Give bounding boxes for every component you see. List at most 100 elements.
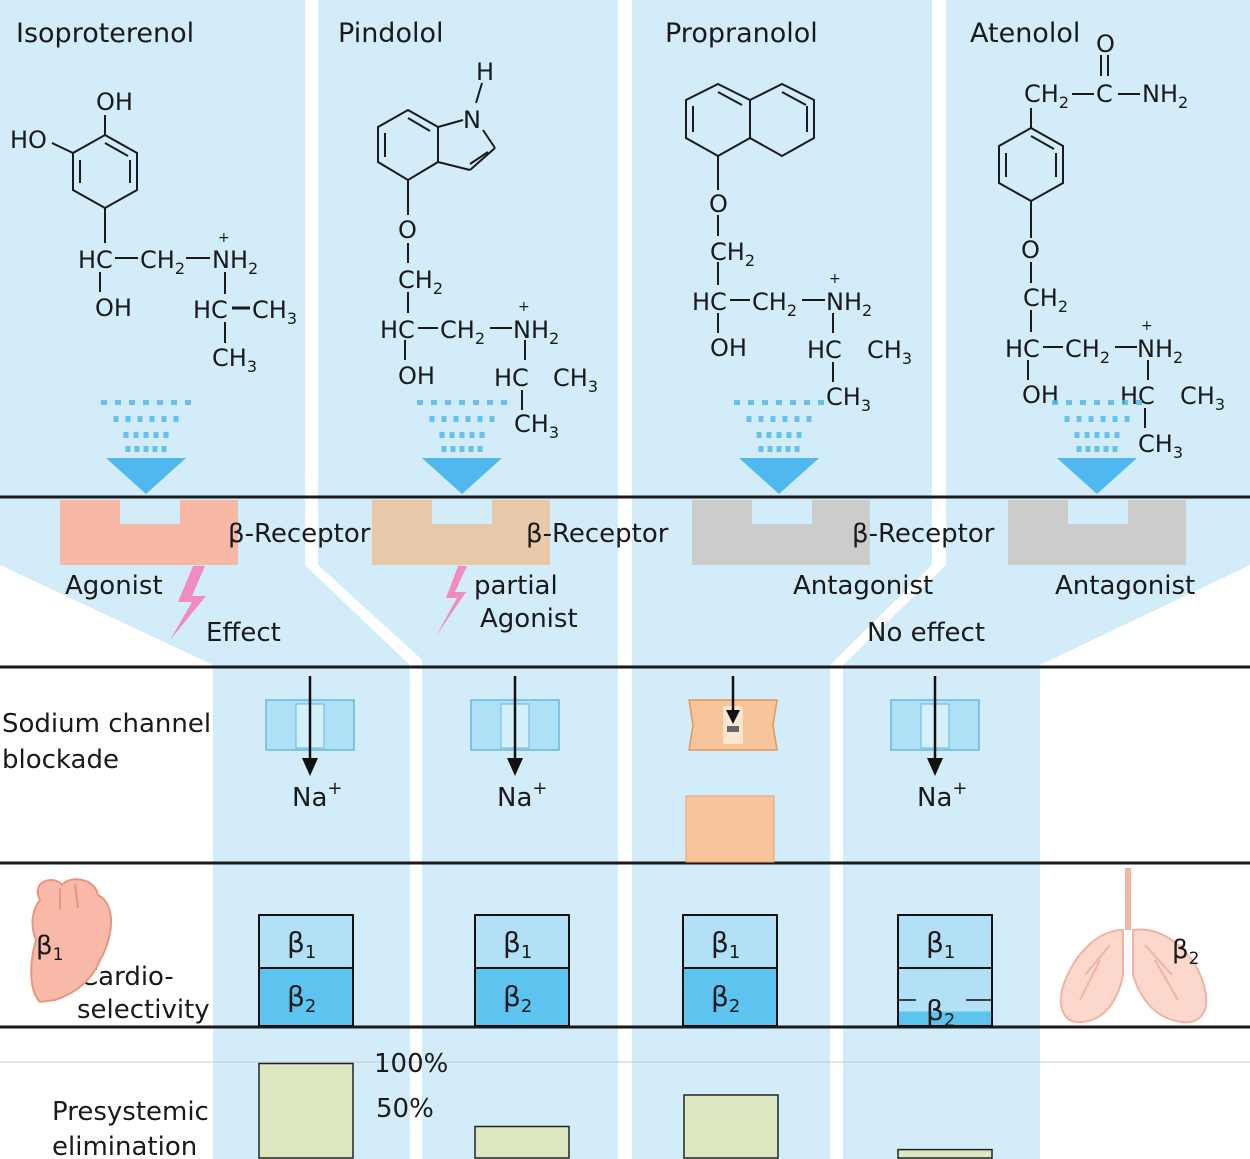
down-arrow-icon: [739, 458, 819, 494]
svg-text:CH3: CH3: [826, 383, 871, 415]
structure-atenolol-text: O CH2 C NH2 O CH2 HC CH2 NH2 + OH HC CH3…: [1005, 30, 1225, 462]
svg-text:O: O: [709, 190, 728, 218]
presystemic-bar-4: [897, 1148, 993, 1159]
svg-text:CH2: CH2: [1023, 284, 1068, 316]
label-antagonist-atenolol: Antagonist: [1055, 571, 1195, 601]
label-no-effect: No effect: [867, 618, 985, 648]
beta1-segment: [898, 915, 992, 968]
lungs-icon: β2: [1060, 868, 1208, 1024]
svg-text:CH2: CH2: [440, 316, 485, 348]
svg-text:O: O: [1021, 236, 1040, 264]
svg-text:NH2: NH2: [212, 246, 258, 278]
label-partial: partial: [474, 571, 558, 601]
svg-text:NH2: NH2: [1137, 335, 1183, 367]
ion-label: Na+: [292, 778, 342, 813]
drug-name-isoproterenol: Isoproterenol: [16, 18, 194, 49]
beta2-label: β2: [926, 994, 955, 1031]
cardio-box-outline: [682, 914, 778, 1027]
beta2-label: β2: [711, 980, 740, 1017]
row-label-presystemic-1: Presystemic: [52, 1097, 209, 1127]
cardio-box-4: β1 β2: [897, 914, 993, 1031]
beta2-segment: [259, 968, 353, 1026]
receptor-isoproterenol: [60, 500, 238, 565]
svg-text:CH3: CH3: [252, 296, 297, 328]
lightning-icon: [170, 566, 206, 640]
svg-text:O: O: [1096, 30, 1115, 58]
svg-text:CH3: CH3: [212, 344, 257, 376]
top-panels: [0, 0, 1250, 665]
structure-propranolol-text: O CH2 HC CH2 NH2 + OH HC CH3 CH3: [692, 190, 912, 415]
svg-text:HC: HC: [1120, 382, 1155, 410]
svg-text:N: N: [463, 106, 481, 134]
receptor-label-1: β-Receptor: [228, 519, 371, 549]
receptor-propranolol: [692, 500, 870, 565]
svg-text:NH2: NH2: [513, 316, 559, 348]
sodium-channel-1: Na+: [265, 676, 355, 813]
presystemic-bars: [258, 1062, 993, 1159]
svg-text:CH3: CH3: [553, 364, 598, 396]
cardio-box-outline: [474, 914, 570, 1027]
presystemic-bar-2: [474, 1125, 570, 1159]
spray-arrow-3: [734, 400, 824, 494]
sodium-channels: Na+ Na+ Na+: [265, 676, 980, 813]
beta2-segment: [683, 968, 777, 1026]
arrow-down-icon: [726, 710, 740, 724]
down-arrow-icon: [106, 458, 186, 494]
svg-text:OH: OH: [95, 294, 132, 322]
svg-text:OH: OH: [96, 88, 133, 116]
down-arrow-icon: [1057, 458, 1137, 494]
svg-text:OH: OH: [398, 362, 435, 390]
spray-arrow-1: [101, 400, 191, 494]
receptor-atenolol: [1008, 500, 1186, 565]
label-agonist: Agonist: [65, 571, 163, 601]
sodium-channel-blocked: [688, 676, 778, 751]
svg-text:HC: HC: [494, 364, 529, 392]
svg-text:H: H: [476, 58, 494, 86]
arrow-down-icon: [927, 758, 943, 776]
receptor-label-3: β-Receptor: [852, 519, 995, 549]
svg-text:β1: β1: [36, 931, 63, 965]
panel-isoproterenol: [0, 0, 410, 665]
svg-text:CH3: CH3: [1138, 430, 1183, 462]
svg-text:NH2: NH2: [826, 288, 872, 320]
sodium-channel-4: Na+: [890, 676, 980, 813]
svg-text:CH3: CH3: [867, 336, 912, 368]
spray-arrow-4: [1052, 400, 1142, 494]
row-label-sodium-1: Sodium channel: [2, 709, 211, 739]
svg-text:+: +: [1141, 318, 1153, 334]
structure-pindolol: [377, 82, 526, 410]
panel-propranolol: [632, 0, 932, 665]
cardio-box-outline: [258, 914, 354, 1027]
label-partial-agonist: Agonist: [480, 604, 578, 634]
cardio-box-outline: [897, 914, 993, 1027]
receptors: [60, 500, 1186, 565]
down-arrow-icon: [422, 458, 502, 494]
heart-icon: β1: [30, 878, 112, 1004]
structure-atenolol: [998, 55, 1149, 428]
ion-label: Na+: [497, 778, 547, 813]
label-antagonist-propranolol: Antagonist: [793, 571, 933, 601]
svg-text:HC: HC: [380, 316, 415, 344]
structure-propranolol: [685, 82, 834, 382]
beta1-label: β1: [711, 926, 740, 963]
row-label-sodium-2: blockade: [2, 745, 119, 775]
svg-text:+: +: [829, 271, 841, 287]
beta1-label: β1: [926, 926, 955, 963]
svg-text:HC: HC: [692, 288, 727, 316]
row-dividers: [0, 495, 1250, 1029]
presystemic-bar-3: [683, 1094, 779, 1159]
drug-name-pindolol: Pindolol: [338, 18, 443, 49]
svg-text:CH2: CH2: [140, 246, 185, 278]
structure-isoproterenol-text: OH HO HC CH2 NH2 + OH HC CH3 CH3: [10, 88, 297, 376]
svg-text:CH3: CH3: [1180, 382, 1225, 414]
svg-text:CH2: CH2: [1024, 80, 1069, 112]
scale-label-50: 50%: [376, 1094, 434, 1124]
row-label-cardio-2: selectivity: [77, 995, 210, 1025]
svg-text:NH2: NH2: [1142, 80, 1188, 112]
beta2-segment: [898, 1011, 992, 1026]
svg-text:HO: HO: [10, 126, 47, 154]
